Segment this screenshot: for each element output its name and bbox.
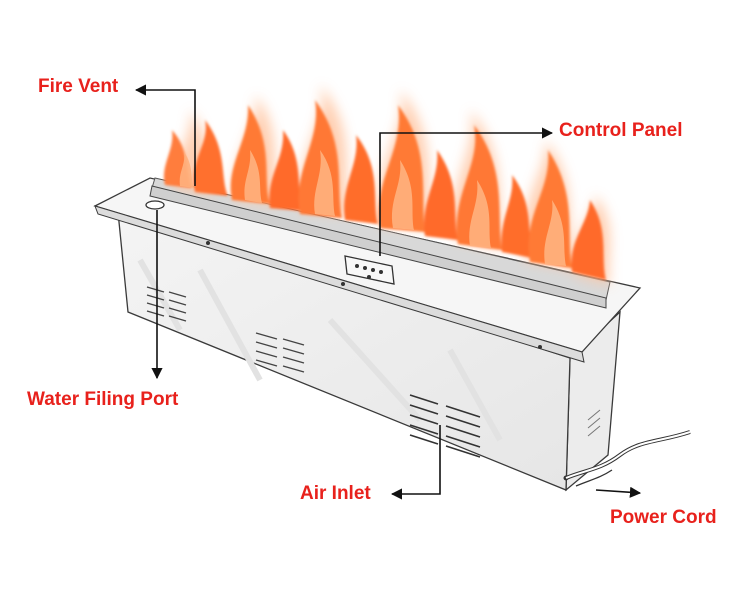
control-button <box>363 266 367 270</box>
control-panel-label: Control Panel <box>559 121 683 140</box>
power-cord-label: Power Cord <box>610 508 717 527</box>
water-filling-port <box>146 201 164 209</box>
flame-6 <box>344 135 378 224</box>
control-button <box>355 264 359 268</box>
control-button <box>367 275 371 279</box>
fire-vent-label: Fire Vent <box>38 77 118 96</box>
control-button <box>379 270 383 274</box>
leader-power-cord <box>596 490 640 493</box>
water-filing-port-label: Water Filing Port <box>27 390 178 409</box>
control-button <box>371 268 375 272</box>
flame-10 <box>501 175 532 258</box>
air-inlet-label: Air Inlet <box>300 484 371 503</box>
flame-8 <box>424 150 458 240</box>
